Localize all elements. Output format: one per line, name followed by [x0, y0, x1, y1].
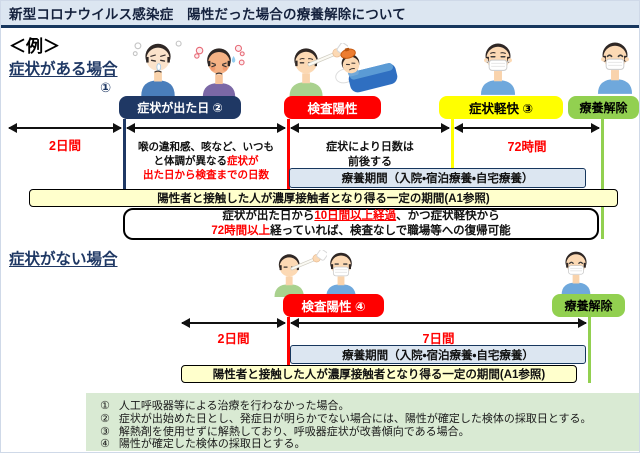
arrow-2days: [9, 127, 121, 130]
section1-heading: 症状がある場合: [9, 61, 118, 78]
nasal-swab-person-icon: [289, 43, 348, 97]
milestone-test-positive-2: 検査陽性 ④: [283, 294, 384, 317]
care-period-box-2: 療養期間（入院・宿泊療養・自宅療養）: [290, 345, 586, 364]
guide-line-positive-2: [287, 317, 290, 383]
label-symptom-note: 喉の違和感、咳など、いつも と体調が異なる症状が 出た日から検査までの日数: [138, 141, 274, 181]
milestone-care-release-2: 療養解除: [552, 294, 625, 317]
arrow-7days: [291, 322, 586, 325]
arrow-test-to-relief: [291, 127, 449, 130]
masked-calm-person-icon-2: [326, 252, 356, 297]
label-7days: 7日間: [422, 332, 455, 346]
section2-heading: 症状がない場合: [9, 251, 118, 268]
label-72h: 72時間: [507, 140, 547, 154]
guide-line-release-2: [588, 317, 591, 383]
sick-runny-nose-person-icon: [132, 40, 182, 96]
label-2days-2: 2日間: [217, 332, 250, 346]
milestone-test-positive: 検査陽性: [284, 96, 381, 119]
guide-line-onset: [123, 119, 126, 189]
care-period-box-1: 療養期間（入院・宿泊療養・自宅療養）: [289, 168, 586, 188]
masked-happy-person-icon-2: [561, 251, 591, 295]
arrow-onset-to-test: [127, 127, 285, 130]
person-in-sickbed-icon: [335, 47, 398, 93]
page-title: 新型コロナウイルス感染症 陽性だった場合の療養解除について: [1, 1, 639, 28]
milestone-care-release: 療養解除: [568, 96, 639, 119]
milestone-symptom-onset: 症状が出た日 ②: [119, 96, 241, 119]
masked-happy-person-icon: [597, 42, 633, 94]
section1-note-ref: ①: [100, 80, 112, 95]
fever-person-icon: [194, 44, 245, 97]
example-label: ＜例＞: [9, 37, 60, 56]
nasal-swab-person-icon-2: [274, 250, 327, 297]
guide-line-positive: [287, 119, 290, 189]
page-title-text: 新型コロナウイルス感染症 陽性だった場合の療養解除について: [9, 7, 406, 22]
label-days-vary: 症状により日数は 前後する: [326, 141, 414, 168]
release-rule-box: 症状が出た日から10日間以上経過、かつ症状軽快から 72時間以上経っていれば、検…: [123, 208, 599, 240]
label-2days: 2日間: [49, 139, 81, 153]
arrow-2days-2: [182, 322, 285, 325]
contact-period-box-1: 陽性者と接触した人が濃厚接触者となり得る一定の期間(A1参照): [29, 189, 618, 207]
guide-line-release: [601, 119, 604, 239]
masked-calm-person-icon: [480, 43, 516, 95]
contact-period-box-2: 陽性者と接触した人が濃厚接触者となり得る一定の期間(A1参照): [181, 365, 577, 383]
arrow-72h: [455, 127, 599, 130]
milestone-symptom-relief: 症状軽快 ③: [439, 96, 563, 119]
guide-line-relief: [451, 119, 454, 168]
